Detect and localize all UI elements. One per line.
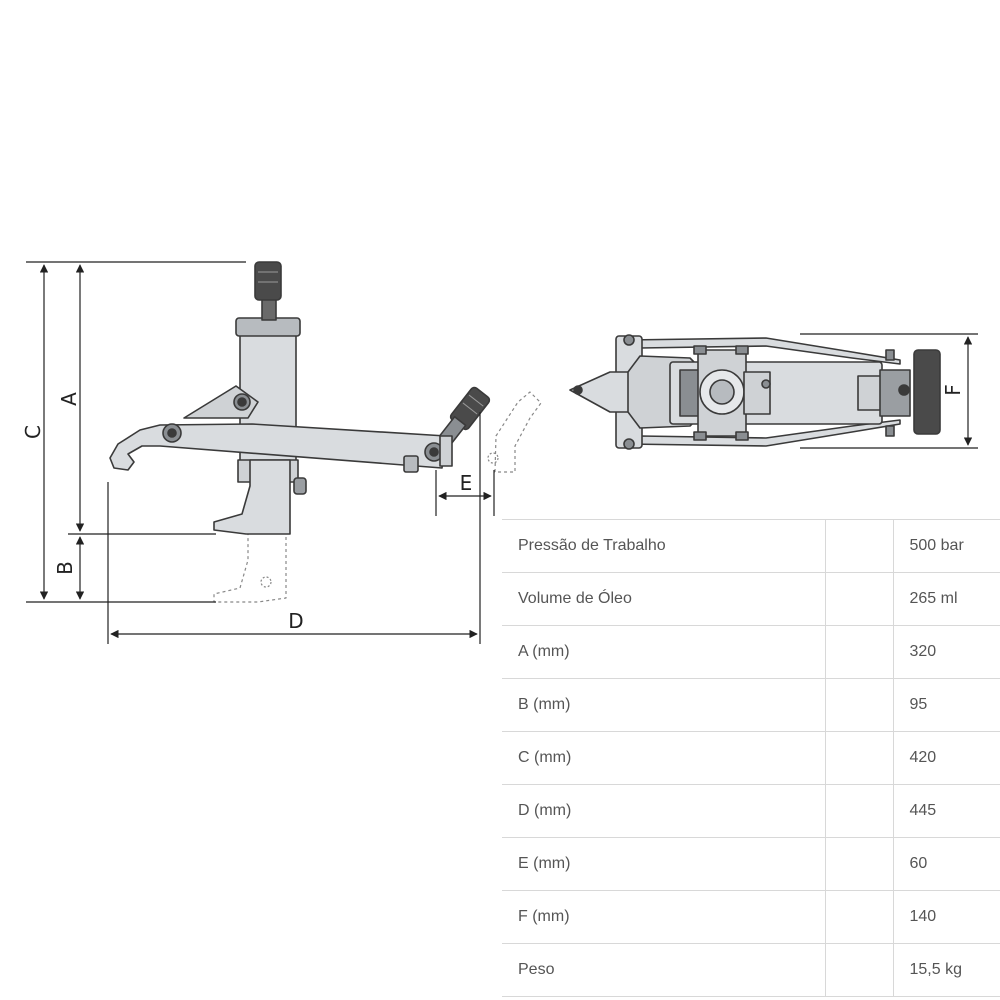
- table-row: F (mm) 140: [502, 890, 1000, 944]
- spec-label: B (mm): [502, 678, 825, 732]
- table-row: A (mm) 320: [502, 625, 1000, 679]
- ghost-fitting-pin: [487, 452, 499, 464]
- table-row: Pressão de Trabalho 500 bar: [502, 519, 1000, 573]
- spec-value: 15,5 kg: [893, 943, 1000, 997]
- spec-blank-cell: [824, 943, 894, 997]
- spec-value: 95: [893, 678, 1000, 732]
- spec-label: A (mm): [502, 625, 825, 679]
- table-row: D (mm) 445: [502, 784, 1000, 838]
- table-row: E (mm) 60: [502, 837, 1000, 891]
- spec-label: Volume de Óleo: [502, 572, 825, 626]
- dim-label-f: F: [941, 384, 965, 396]
- spec-blank-cell: [824, 784, 894, 838]
- spec-blank-cell: [824, 837, 894, 891]
- table-row: C (mm) 420: [502, 731, 1000, 785]
- bottom-nut: [293, 477, 307, 495]
- ghost-jaw-outline: [213, 532, 287, 603]
- spec-blank-cell: [824, 890, 894, 944]
- spec-value: 420: [893, 731, 1000, 785]
- top-coupler: [254, 261, 282, 301]
- spec-blank-cell: [824, 519, 894, 573]
- spec-blank-cell: [824, 678, 894, 732]
- spec-label: C (mm): [502, 731, 825, 785]
- dim-label-d: D: [288, 609, 303, 633]
- spec-value: 445: [893, 784, 1000, 838]
- dim-label-b: B: [53, 561, 77, 575]
- top-view-drawing: [569, 334, 941, 450]
- dim-label-c: C: [21, 425, 45, 439]
- arm-pad: [403, 455, 419, 473]
- dim-label-a: A: [57, 392, 81, 406]
- dim-label-e: E: [460, 471, 473, 495]
- top-coupler-stem: [261, 297, 277, 321]
- top-view-dimensions: [800, 333, 978, 449]
- ghost-jaw-pin: [260, 576, 272, 588]
- spec-value: 140: [893, 890, 1000, 944]
- spec-label: Pressão de Trabalho: [502, 519, 825, 573]
- spec-value: 500 bar: [893, 519, 1000, 573]
- side-view-dimensions: [26, 261, 495, 644]
- spec-value: 265 ml: [893, 572, 1000, 626]
- spec-label: Peso: [502, 943, 825, 997]
- spec-value: 320: [893, 625, 1000, 679]
- spec-blank-cell: [824, 625, 894, 679]
- table-row: B (mm) 95: [502, 678, 1000, 732]
- table-row: Peso 15,5 kg: [502, 943, 1000, 997]
- table-row: Volume de Óleo 265 ml: [502, 572, 1000, 626]
- specs-table: Pressão de Trabalho 500 bar Volume de Ól…: [502, 519, 1000, 997]
- frame-arm-top: [625, 337, 901, 365]
- side-view-drawing: [109, 261, 542, 603]
- end-plate: [913, 349, 941, 435]
- spec-value: 60: [893, 837, 1000, 891]
- ghost-fitting-outline: [494, 391, 542, 473]
- spec-blank-cell: [824, 572, 894, 626]
- spec-label: E (mm): [502, 837, 825, 891]
- spec-blank-cell: [824, 731, 894, 785]
- spec-label: F (mm): [502, 890, 825, 944]
- spec-label: D (mm): [502, 784, 825, 838]
- lower-jaw: [213, 459, 291, 535]
